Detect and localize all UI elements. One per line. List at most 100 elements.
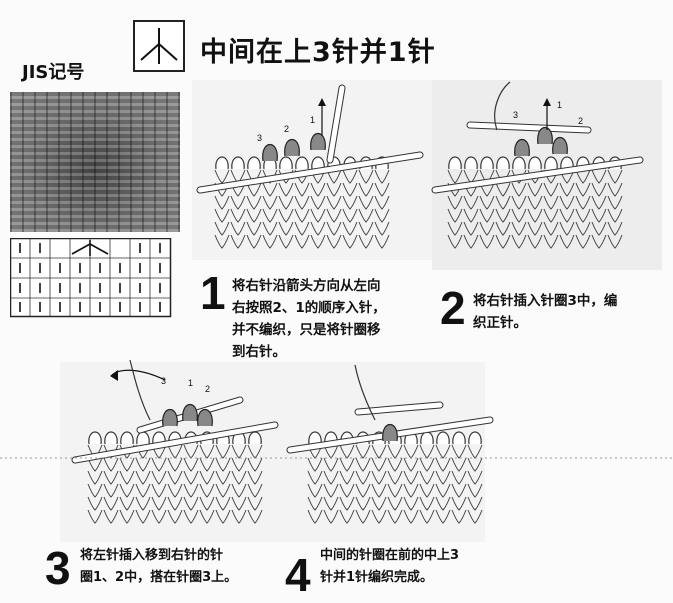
- step-2-line: 将右针插入针圈3中，编: [473, 293, 618, 309]
- loop-3: [152, 431, 166, 445]
- stitch-v: [435, 444, 451, 459]
- left-needle-3: [72, 422, 278, 463]
- stitch-v: [451, 483, 467, 498]
- left-needle-2: [432, 157, 643, 193]
- stitch-v: [447, 195, 463, 210]
- loop-label-2: 2: [284, 124, 290, 134]
- stitch-v: [310, 195, 326, 210]
- stitch-v: [167, 509, 183, 524]
- stitch-v: [463, 195, 479, 210]
- loop-3-1: [262, 144, 278, 162]
- stitch-v: [246, 221, 262, 236]
- stitch-v: [310, 208, 326, 223]
- stitch-v: [495, 208, 511, 223]
- stitch-v: [479, 195, 495, 210]
- stitch-v: [358, 234, 374, 249]
- stitch-v: [103, 470, 119, 485]
- stitch-v: [559, 169, 575, 184]
- loop-3: [120, 431, 134, 445]
- stitch-v: [355, 509, 371, 524]
- loop-label-3: 3: [513, 110, 519, 120]
- stitch-v: [278, 208, 294, 223]
- stitch-v: [419, 457, 435, 472]
- loop-3: [248, 431, 262, 445]
- stitch-v: [374, 221, 390, 236]
- loop-2: [528, 156, 542, 170]
- stitch-v: [167, 444, 183, 459]
- stitch-v: [247, 509, 263, 524]
- stitch-v: [119, 457, 135, 472]
- stitch-v: [307, 509, 323, 524]
- stitch-v: [199, 496, 215, 511]
- loop-4: [436, 431, 450, 445]
- stitch-v: [607, 169, 623, 184]
- step-3-number: 3: [45, 542, 71, 594]
- stitch-v: [435, 457, 451, 472]
- stitch-v: [183, 496, 199, 511]
- step-4-number: 4: [285, 549, 311, 601]
- stitch-v: [511, 195, 527, 210]
- stitch-v: [135, 509, 151, 524]
- stitch-v: [371, 470, 387, 485]
- stitch-v: [294, 221, 310, 236]
- loop-1-3: [182, 404, 198, 422]
- stitch-v: [371, 444, 387, 459]
- stitch-v: [591, 208, 607, 223]
- stitch-v: [495, 234, 511, 249]
- stitch-v: [451, 444, 467, 459]
- stitch-v: [419, 444, 435, 459]
- stitch-v: [278, 182, 294, 197]
- stitch-v: [543, 221, 559, 236]
- stitch-v: [403, 457, 419, 472]
- stitch-v: [246, 234, 262, 249]
- stitch-v: [511, 221, 527, 236]
- arrow-head-1: [318, 98, 326, 106]
- stitch-v: [262, 221, 278, 236]
- stitch-v: [199, 457, 215, 472]
- stitch-v: [387, 496, 403, 511]
- loop-2-2: [552, 137, 568, 155]
- loop-1: [311, 156, 325, 170]
- stitch-v: [543, 208, 559, 223]
- step-2-line: 织正针。: [473, 315, 527, 331]
- stitch-v: [495, 182, 511, 197]
- stitch-v: [310, 182, 326, 197]
- stitch-v: [103, 509, 119, 524]
- double-decrease-symbol-icon: [140, 28, 178, 64]
- loop-1-1: [310, 133, 326, 151]
- stitch-v: [591, 234, 607, 249]
- stitch-v: [511, 182, 527, 197]
- stitch-v: [183, 470, 199, 485]
- stitch-v: [307, 483, 323, 498]
- loop-1: [215, 156, 229, 170]
- arrow-3: [111, 369, 166, 381]
- stitch-v: [607, 208, 623, 223]
- stitch-v: [607, 195, 623, 210]
- stitch-v: [214, 208, 230, 223]
- stitch-v: [374, 182, 390, 197]
- stitch-v: [575, 195, 591, 210]
- step-1-number: 1: [200, 267, 226, 319]
- stitch-v: [467, 444, 483, 459]
- stitch-v: [527, 234, 543, 249]
- right-needle-2: [467, 122, 591, 133]
- stitch-v: [119, 483, 135, 498]
- stitch-v: [435, 470, 451, 485]
- stitch-v: [358, 195, 374, 210]
- stitch-v: [403, 444, 419, 459]
- yarn-4: [354, 364, 376, 421]
- stitch-v: [451, 496, 467, 511]
- stitch-v: [231, 496, 247, 511]
- stitch-v: [467, 457, 483, 472]
- stitch-v: [342, 195, 358, 210]
- stitch-v: [543, 182, 559, 197]
- stitch-v: [559, 234, 575, 249]
- stitch-v: [231, 509, 247, 524]
- page-title: 中间在上3针并1针: [200, 37, 436, 68]
- stitch-v: [214, 221, 230, 236]
- loop-3-3: [162, 409, 178, 427]
- stitch-v: [559, 208, 575, 223]
- stitch-v: [467, 470, 483, 485]
- loop-label-1: 1: [310, 115, 316, 125]
- stitch-v: [403, 509, 419, 524]
